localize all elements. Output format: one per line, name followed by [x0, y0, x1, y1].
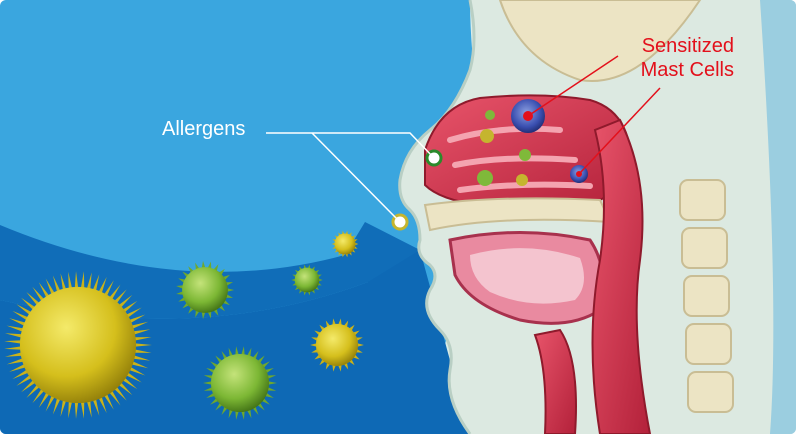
trachea [533, 328, 577, 434]
mast-cells-label: Sensitized Mast Cells [604, 34, 734, 82]
pollen-icon [203, 346, 277, 420]
back-shadow [760, 0, 796, 434]
mast-cells-label-line2: Mast Cells [640, 59, 734, 81]
pollen-group [4, 230, 364, 420]
face-outline [398, 0, 476, 434]
spine [679, 179, 734, 413]
tongue-surface [470, 248, 584, 304]
mast-leader-line-2 [578, 87, 661, 175]
allergens-leader-line [266, 132, 435, 159]
allergens-leader-line-2 [311, 132, 401, 223]
pollen-icon [4, 271, 152, 419]
inner-allergens [477, 110, 531, 186]
pollen-icon [176, 260, 235, 320]
skull-bone [498, 0, 702, 82]
pollen-icon [310, 318, 364, 372]
pollen-icon [291, 264, 323, 296]
pollen-icon [331, 230, 359, 258]
pharynx [591, 118, 652, 434]
mast-leader-line [527, 55, 619, 117]
allergens-label: Allergens [162, 118, 246, 140]
mast-cells-label-line1: Sensitized [641, 35, 734, 57]
